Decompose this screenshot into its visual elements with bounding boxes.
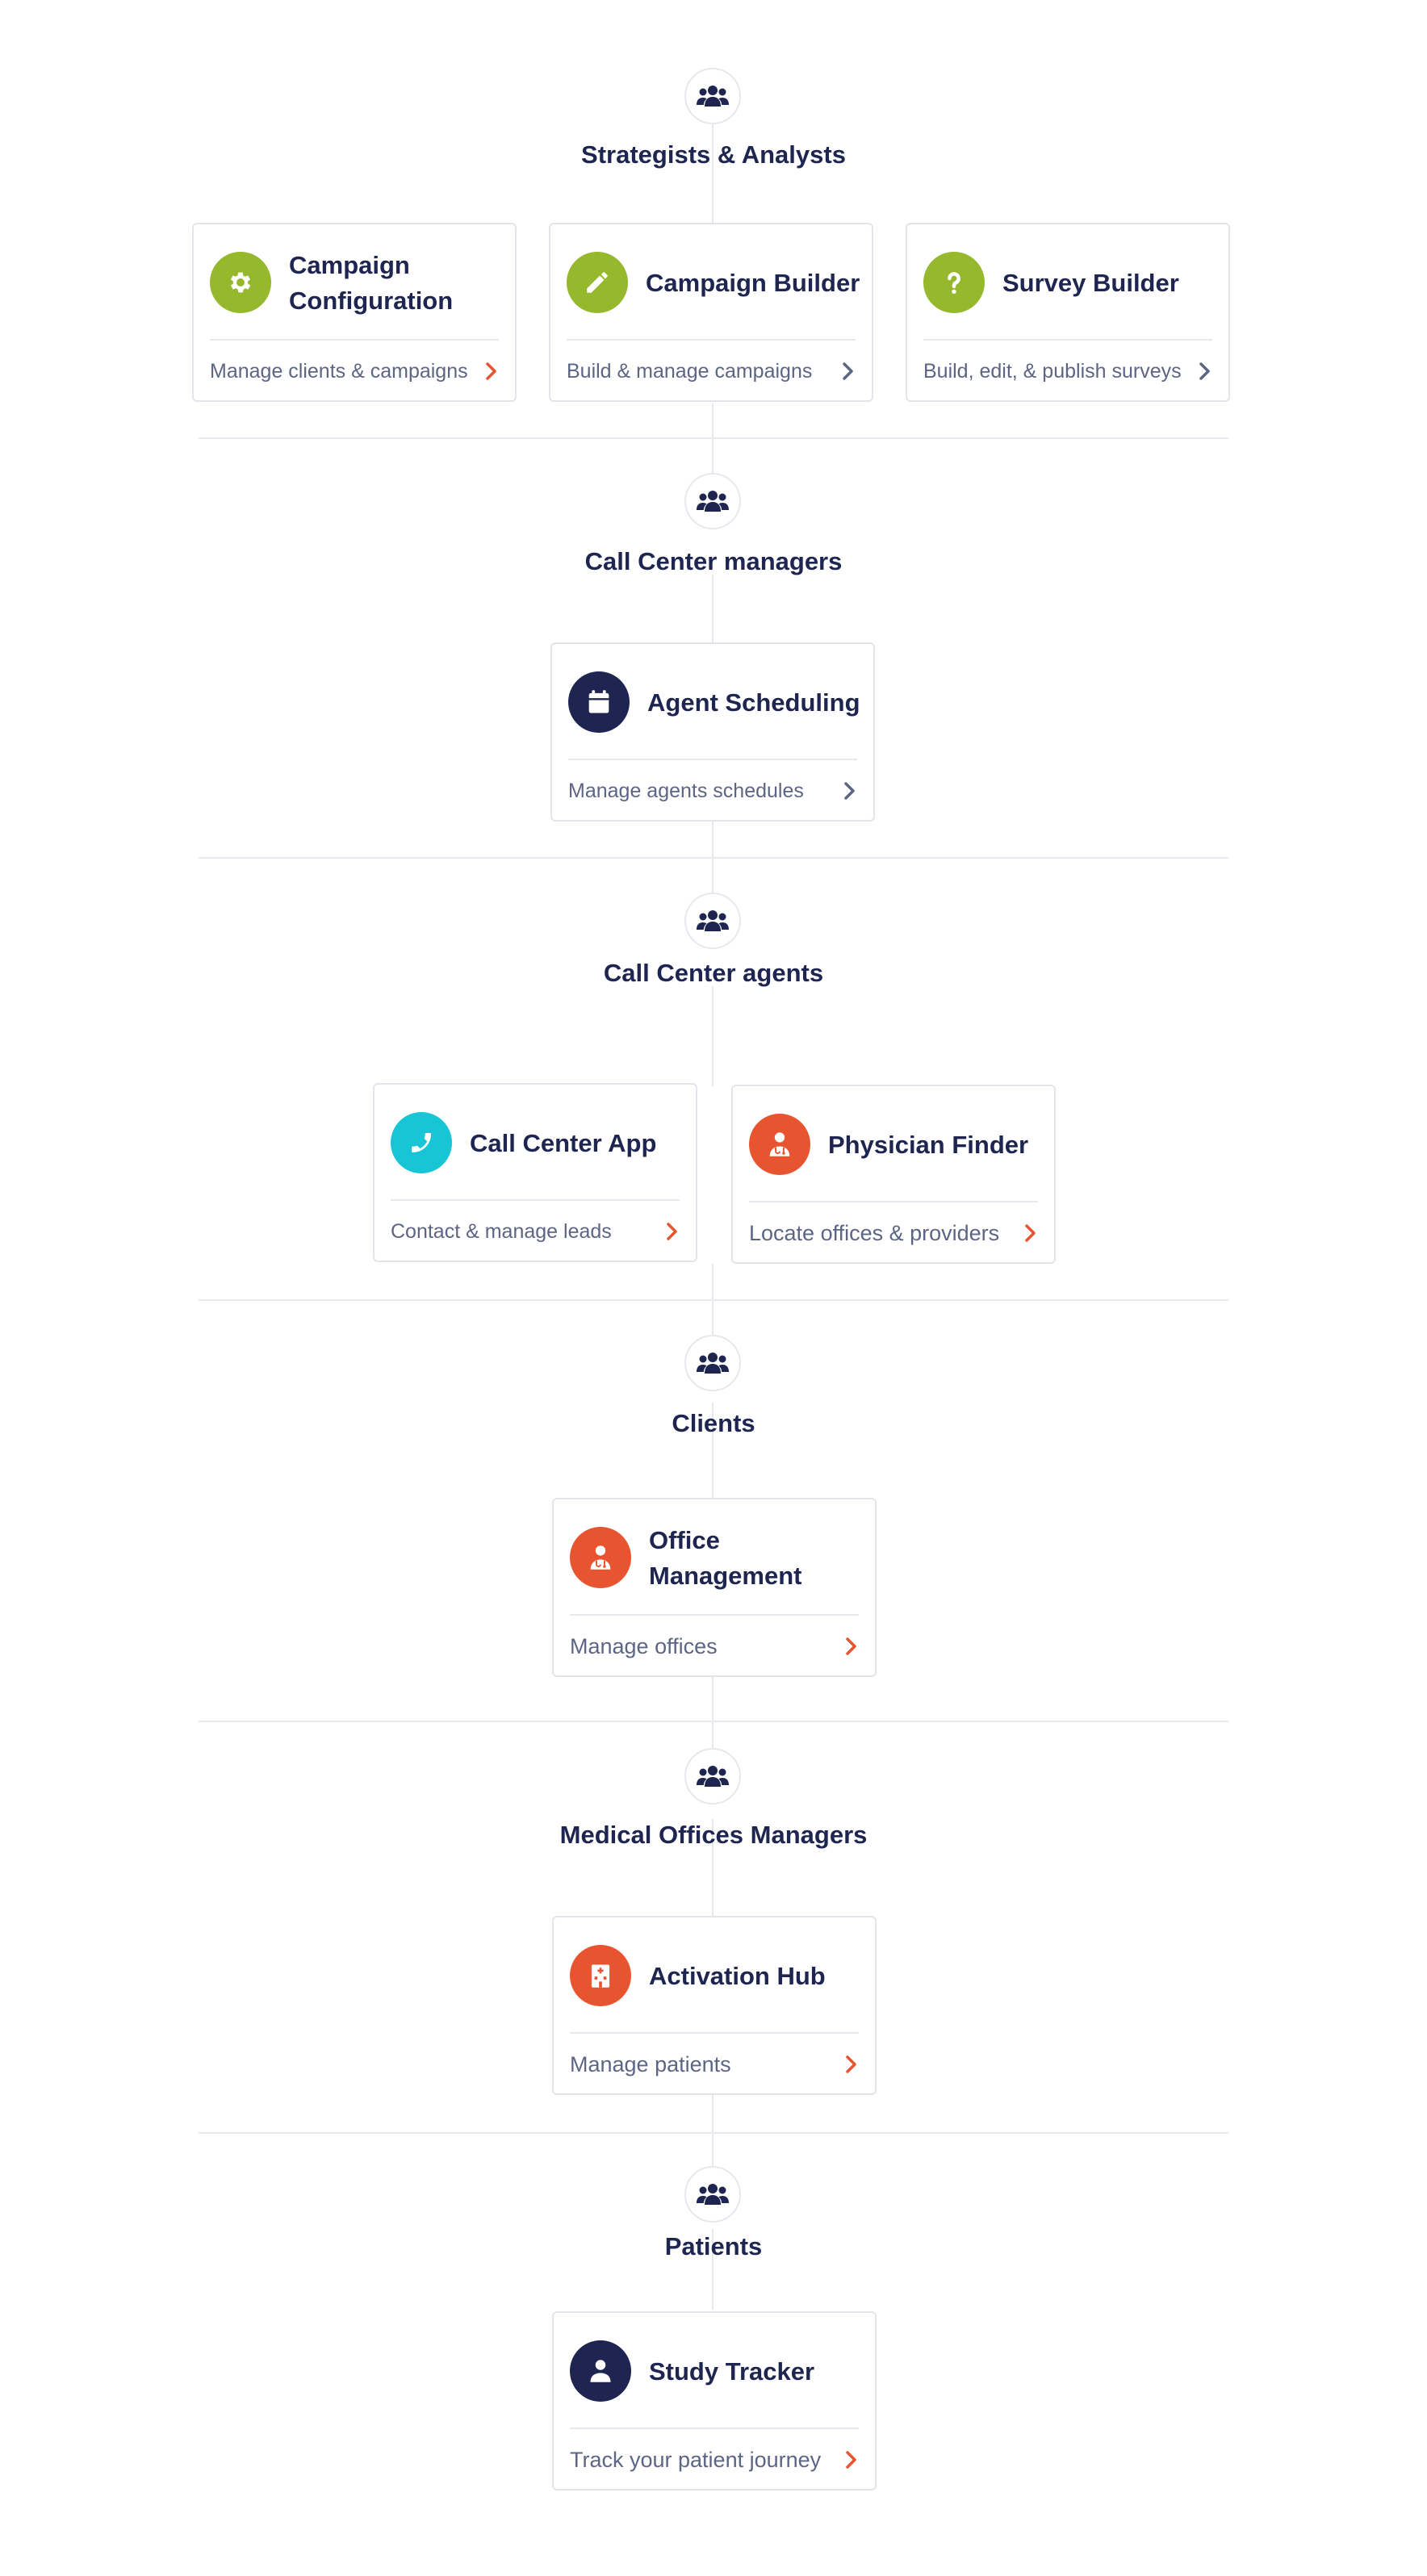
phone-icon xyxy=(391,1112,452,1173)
section-divider xyxy=(199,1721,1228,1722)
card-title: Activation Hub xyxy=(649,1962,826,1990)
card-campaign-builder[interactable]: Campaign Builder Build & manage campaign… xyxy=(549,223,873,402)
card-title: Office Management xyxy=(649,1526,802,1590)
card-survey-builder[interactable]: Survey Builder Build, edit, & publish su… xyxy=(906,223,1230,402)
hospital-icon xyxy=(570,1945,631,2006)
users-icon xyxy=(684,893,741,949)
card-divider xyxy=(210,339,499,341)
card-description: Locate offices & providers xyxy=(749,1220,1000,1245)
card-description: Build, edit, & publish surveys xyxy=(923,359,1182,383)
chevron-right-icon[interactable] xyxy=(839,2050,864,2079)
card-activation-hub[interactable]: Activation Hub Manage patients xyxy=(552,1916,877,2095)
chevron-right-icon[interactable] xyxy=(660,1217,684,1246)
card-divider xyxy=(570,2428,859,2429)
connector-line xyxy=(712,822,714,923)
card-divider xyxy=(568,759,857,760)
card-title: Call Center App xyxy=(470,1129,657,1157)
card-title: Study Tracker xyxy=(649,2357,815,2386)
card-title: Campaign Configuration xyxy=(289,251,454,315)
card-divider xyxy=(567,339,856,341)
card-divider xyxy=(391,1199,680,1201)
role-title: Strategists & Analysts xyxy=(581,140,846,169)
card-divider xyxy=(570,2032,859,2034)
chevron-right-icon[interactable] xyxy=(1019,1219,1043,1248)
doctor-icon xyxy=(570,1527,631,1588)
doctor-icon xyxy=(749,1114,810,1175)
section-divider xyxy=(199,857,1228,859)
card-agent-scheduling[interactable]: Agent Scheduling Manage agents schedules xyxy=(550,642,875,822)
connector-line xyxy=(712,123,714,224)
users-icon xyxy=(684,1335,741,1391)
card-description: Manage clients & campaigns xyxy=(210,359,468,383)
users-icon xyxy=(684,1748,741,1804)
pencil-icon xyxy=(567,252,628,313)
card-description: Manage agents schedules xyxy=(568,779,804,802)
card-description: Contact & manage leads xyxy=(391,1219,612,1243)
chevron-right-icon[interactable] xyxy=(839,2445,864,2474)
card-title: Campaign Builder xyxy=(646,269,860,297)
role-title: Call Center agents xyxy=(603,959,824,987)
role-title: Patients xyxy=(664,2232,763,2260)
connector-line xyxy=(712,1677,714,1751)
card-description: Manage patients xyxy=(570,2051,731,2076)
calendar-icon xyxy=(568,671,630,733)
user-icon xyxy=(570,2340,631,2402)
chevron-right-icon[interactable] xyxy=(1193,357,1217,386)
question-icon xyxy=(923,252,985,313)
chevron-right-icon[interactable] xyxy=(836,357,860,386)
card-title: Survey Builder xyxy=(1002,269,1179,297)
connector-line xyxy=(712,986,714,1086)
section-divider xyxy=(199,437,1228,439)
connector-line xyxy=(712,404,714,502)
card-title: Agent Scheduling xyxy=(647,688,860,717)
users-icon xyxy=(684,473,741,529)
card-campaign-configuration[interactable]: Campaign Configuration Manage clients & … xyxy=(192,223,517,402)
chevron-right-icon[interactable] xyxy=(479,357,504,386)
users-icon xyxy=(684,68,741,124)
card-divider xyxy=(749,1201,1038,1202)
card-study-tracker[interactable]: Study Tracker Track your patient journey xyxy=(552,2311,877,2490)
connector-line xyxy=(712,575,714,644)
card-title: Physician Finder xyxy=(828,1131,1029,1159)
card-divider xyxy=(570,1614,859,1616)
connector-line xyxy=(712,2229,714,2310)
card-description: Track your patient journey xyxy=(570,2447,822,2472)
users-icon xyxy=(684,2166,741,2223)
chevron-right-icon[interactable] xyxy=(839,1632,864,1661)
chevron-right-icon[interactable] xyxy=(838,776,862,805)
card-call-center-app[interactable]: Call Center App Contact & manage leads xyxy=(373,1083,697,1262)
role-title: Call Center managers xyxy=(584,547,843,575)
card-divider xyxy=(923,339,1212,341)
connector-line xyxy=(712,1819,714,1917)
section-divider xyxy=(199,1299,1228,1301)
role-title: Medical Offices Managers xyxy=(559,1821,868,1849)
card-physician-finder[interactable]: Physician Finder Locate offices & provid… xyxy=(731,1085,1056,1264)
connector-line xyxy=(712,1264,714,1338)
gear-icon xyxy=(210,252,271,313)
card-description: Manage offices xyxy=(570,1633,718,1658)
role-title: Clients xyxy=(672,1409,755,1437)
card-description: Build & manage campaigns xyxy=(567,359,813,383)
connector-line xyxy=(712,1403,714,1499)
section-divider xyxy=(199,2132,1228,2134)
card-office-management[interactable]: Office Management Manage offices xyxy=(552,1498,877,1677)
